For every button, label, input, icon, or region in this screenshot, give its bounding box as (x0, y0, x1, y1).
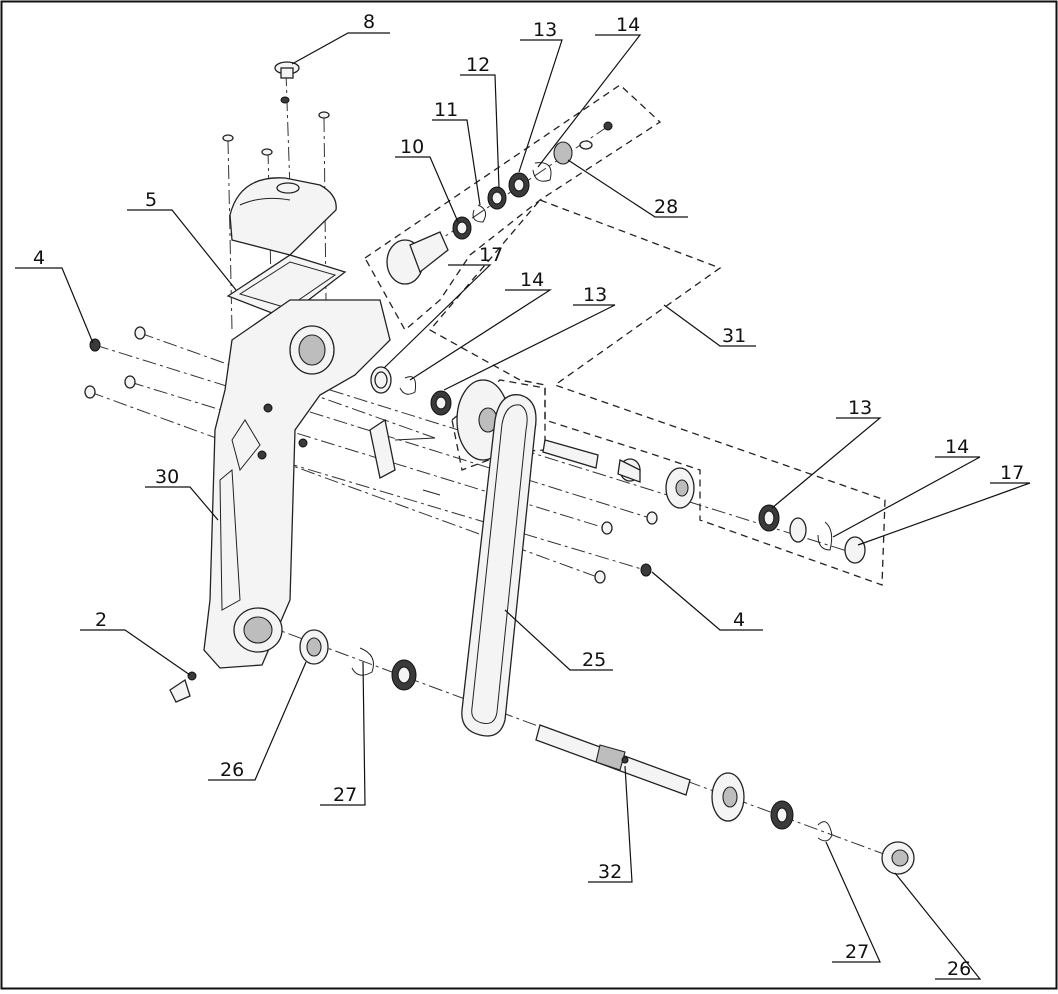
threaded-shaft-part (542, 439, 641, 483)
callout-28: 28 (654, 196, 678, 218)
callout-14-right: 14 (945, 436, 969, 458)
output-shaft-part (535, 724, 691, 796)
callout-10: 10 (400, 136, 424, 158)
callout-17-right: 17 (1000, 462, 1024, 484)
axis-line (285, 71, 291, 191)
callout-12: 12 (466, 54, 490, 76)
callout-27-right: 27 (845, 941, 869, 963)
callout-2: 2 (95, 609, 107, 631)
group-outline-upper-shaft (364, 84, 662, 332)
axis-line (329, 389, 861, 556)
callout-26-left: 26 (220, 759, 244, 781)
axis-line (94, 344, 651, 519)
small-pins-part (594, 511, 658, 584)
callout-5: 5 (145, 189, 157, 211)
gasket-part (226, 254, 347, 319)
callout-4-right: 4 (733, 609, 745, 631)
drive-chain-part (461, 394, 537, 737)
small-sprocket-part (665, 467, 695, 509)
callout-32: 32 (598, 861, 622, 883)
drain-bolt-part (169, 671, 197, 703)
gearbox-cover-part (229, 177, 337, 256)
filler-cap-part (274, 61, 300, 104)
callout-17-mid: 17 (479, 244, 503, 266)
axis-line (129, 381, 606, 529)
chain-tensioner-part (369, 418, 441, 496)
group-outline-assembly-31 (428, 199, 886, 586)
gearbox-housing-part (203, 299, 391, 669)
cover-bolts-part (222, 111, 330, 156)
callout-31: 31 (722, 325, 746, 347)
callout-11: 11 (434, 99, 458, 121)
upper-shaft-parts (386, 121, 613, 285)
callout-13-top: 13 (533, 19, 557, 41)
callout-26-right: 26 (947, 958, 971, 980)
axis-line (409, 124, 611, 261)
axis-line (259, 454, 646, 571)
callout-13-right: 13 (848, 397, 872, 419)
middle-shaft-parts (370, 366, 452, 416)
callout-14-top: 14 (616, 14, 640, 36)
right-shaft-parts (758, 504, 866, 564)
callout-4-left: 4 (33, 247, 45, 269)
callout-8: 8 (363, 11, 375, 33)
axis-line (227, 139, 233, 331)
callout-25: 25 (582, 649, 606, 671)
leader-lines (15, 32, 1031, 980)
lower-left-parts (299, 629, 417, 691)
callout-13-mid: 13 (583, 284, 607, 306)
callout-labels: 8 5 4 30 2 10 11 12 13 14 28 17 14 13 31… (33, 11, 1024, 980)
lower-right-parts (711, 772, 915, 875)
callout-14-mid: 14 (520, 269, 544, 291)
callout-27-left: 27 (333, 784, 357, 806)
callout-30: 30 (155, 466, 179, 488)
washers-left-part (84, 326, 146, 399)
